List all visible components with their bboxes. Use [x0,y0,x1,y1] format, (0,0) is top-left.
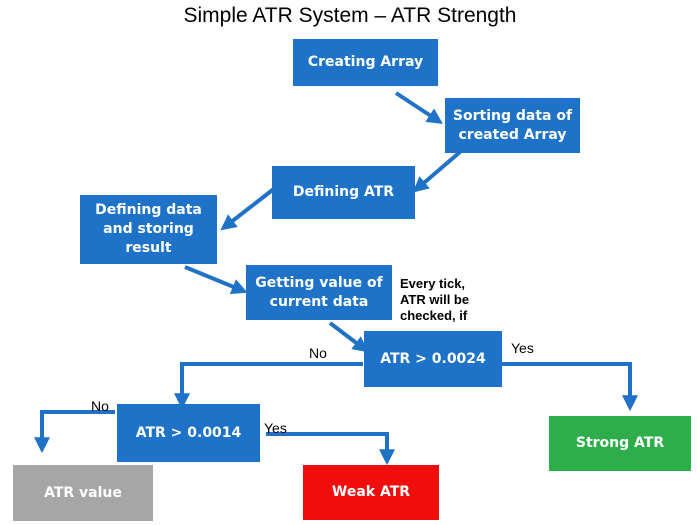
sorting-data-box: Sorting data of created Array [445,98,580,153]
arrow-creating-to-sorting [394,91,444,124]
arrow-sorting-to-defining-atr [412,150,462,193]
arrow-defining-atr-to-defining-data [220,186,277,231]
arrow-getting-value-to-atr-check-high [328,321,369,353]
tick-check-annotation: Every tick, ATR will be checked, if [400,276,470,323]
atr-value-box: ATR value [13,465,153,521]
high-yes-label: Yes [511,340,534,356]
atr-check-high-box: ATR > 0.0024 [364,331,502,387]
weak-atr-box: Weak ATR [303,465,439,520]
low-no-label: No [91,398,109,414]
getting-value-box: Getting value of current data [246,265,392,320]
creating-array-box: Creating Array [293,39,438,86]
arrow-high-yes-to-strong [500,362,638,412]
defining-atr-box: Defining ATR [272,166,415,219]
low-yes-label: Yes [264,420,287,436]
arrow-low-no-to-atr-value [34,410,115,454]
defining-data-box: Defining data and storing result [80,195,217,264]
strong-atr-box: Strong ATR [549,416,691,471]
high-no-label: No [309,345,327,361]
arrow-low-yes-to-weak [266,432,395,466]
arrow-defining-data-to-getting-value [184,265,248,295]
atr-check-low-box: ATR > 0.0014 [117,404,260,462]
arrow-high-no-to-low-check [174,362,363,410]
diagram-title: Simple ATR System – ATR Strength [183,4,517,27]
